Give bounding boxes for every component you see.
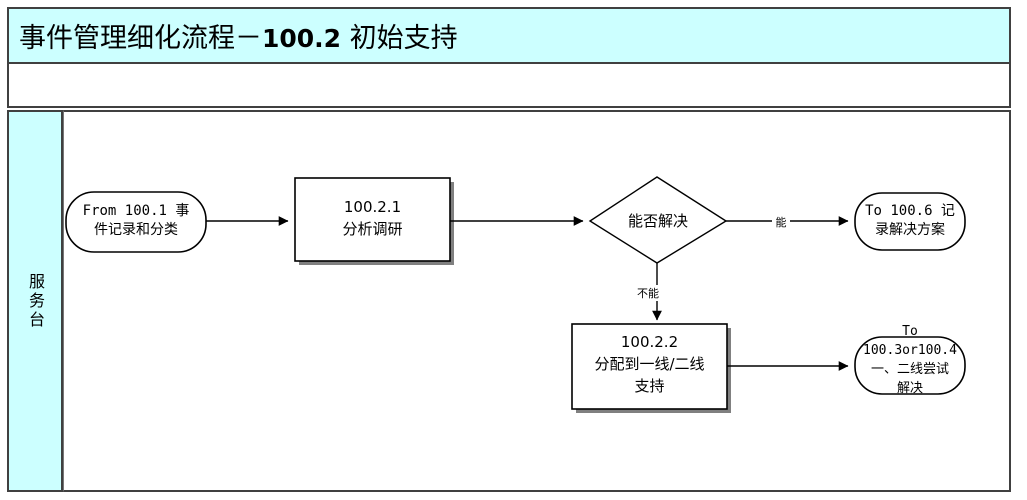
node-record-shape	[854, 192, 966, 251]
node-start-shape	[65, 191, 207, 253]
title-code: 100.2	[262, 24, 342, 53]
swimlane-header-service-desk: 服务台	[7, 110, 63, 492]
diagram-title-band: 事件管理细化流程－100.2 初始支持	[7, 7, 1011, 64]
diagram-subheader-band	[7, 64, 1011, 108]
node-assign-shape	[571, 323, 728, 410]
title-suffix: 初始支持	[341, 23, 458, 54]
node-decision-shape	[588, 176, 728, 264]
swimlane-label: 服务台	[26, 272, 45, 330]
node-analyze-shape	[294, 177, 451, 262]
page-title: 事件管理细化流程－100.2 初始支持	[19, 16, 458, 55]
node-escalate-shape	[854, 336, 966, 395]
title-prefix: 事件管理细化流程－	[19, 23, 262, 54]
swimlane-body	[63, 110, 1011, 492]
